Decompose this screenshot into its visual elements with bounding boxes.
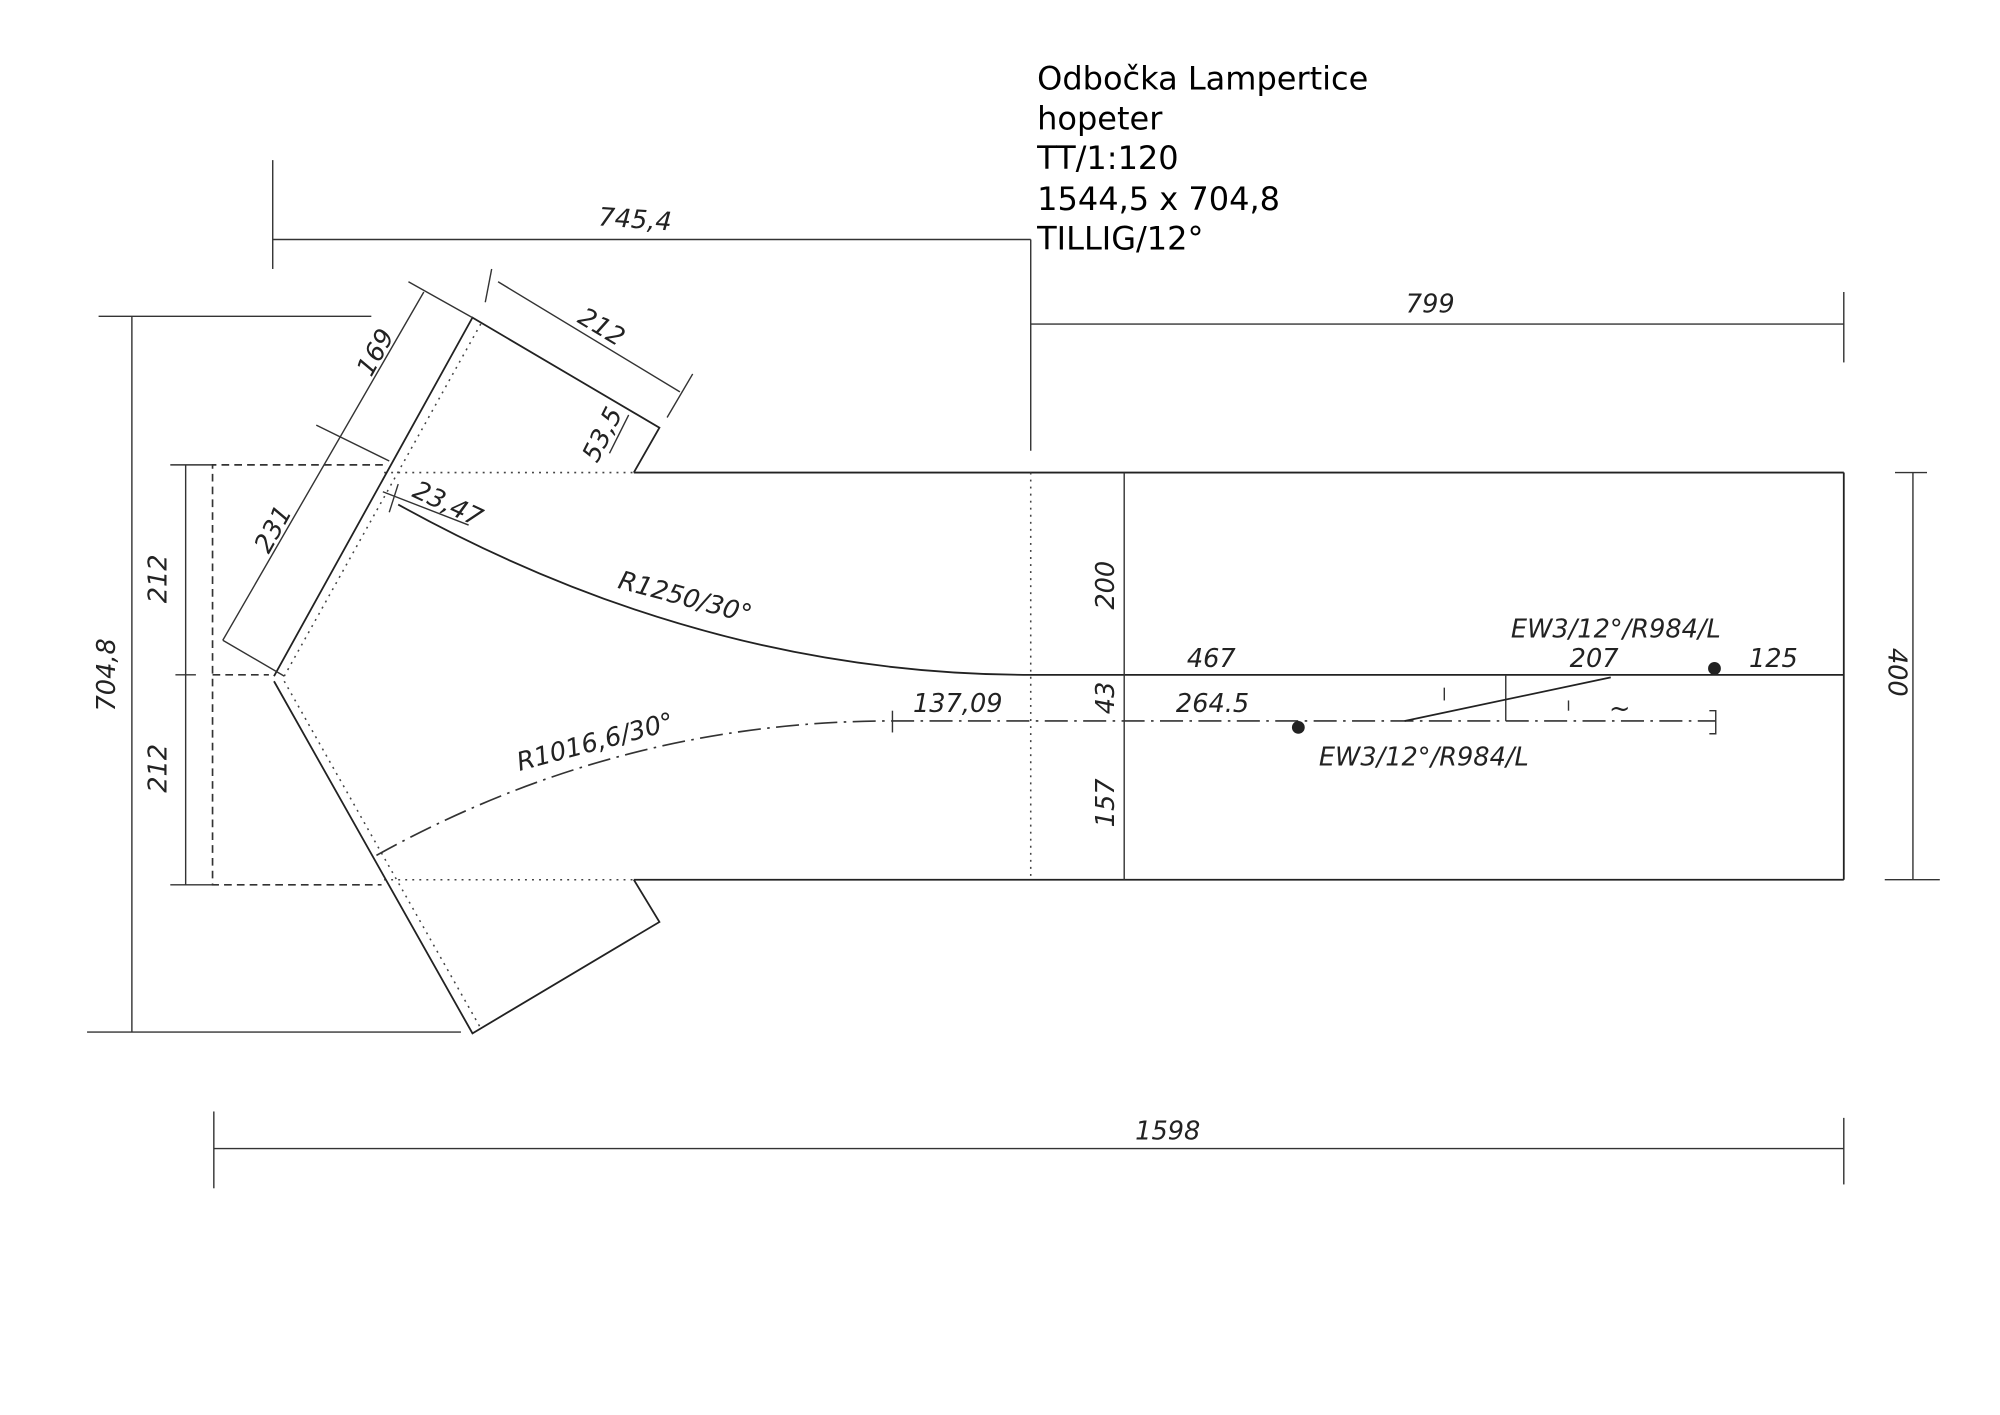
dim-467: 467 xyxy=(1187,644,1237,674)
dim-207: 207 xyxy=(1570,644,1620,674)
title-line-size: 1544,5 x 704,8 xyxy=(1037,180,1280,218)
dimension-labels: 745,4 799 212 169 53,5 231 23,47 212 212… xyxy=(92,202,1911,1146)
title-line-scale: TT/1:120 xyxy=(1036,139,1179,177)
dim-169: 169 xyxy=(351,324,401,381)
dim-125: 125 xyxy=(1749,644,1798,674)
dim-212-top: 212 xyxy=(573,302,630,353)
title-block: Odbočka Lampertice hopeter TT/1:120 1544… xyxy=(1036,60,1368,258)
dim-264-5: 264.5 xyxy=(1176,689,1249,719)
dim-799: 799 xyxy=(1406,289,1455,319)
radius-label-upper: R1250/30° xyxy=(615,566,755,630)
dim-704-8: 704,8 xyxy=(92,638,122,711)
dim-212-left-upper: 212 xyxy=(143,554,173,603)
tilde-mark: ~ xyxy=(1609,694,1630,724)
dim-1598: 1598 xyxy=(1135,1117,1200,1147)
dim-53-5: 53,5 xyxy=(577,402,630,466)
title-line-name: Odbočka Lampertice xyxy=(1037,60,1368,98)
dim-200: 200 xyxy=(1091,561,1121,610)
turnout-marker-upper xyxy=(1708,662,1721,675)
turnout-label-lower: EW3/12°/R984/L xyxy=(1319,743,1529,773)
tracks xyxy=(376,503,1844,857)
title-line-system: TILLIG/12° xyxy=(1036,220,1203,258)
radius-label-lower: R1016,6/30° xyxy=(514,707,678,778)
title-line-author: hopeter xyxy=(1037,99,1163,137)
dimension-lines xyxy=(87,160,1940,1189)
dim-43: 43 xyxy=(1091,682,1121,715)
dim-231: 231 xyxy=(249,501,299,558)
dim-212-left-lower: 212 xyxy=(143,744,173,793)
dim-23-47: 23,47 xyxy=(408,475,488,533)
dim-400: 400 xyxy=(1882,648,1912,697)
dim-137-09: 137,09 xyxy=(913,689,1003,719)
turnout-marker-lower xyxy=(1291,720,1305,734)
dim-157: 157 xyxy=(1091,778,1121,828)
turnout-label-upper: EW3/12°/R984/L xyxy=(1511,615,1721,645)
board-outline xyxy=(211,239,1845,1035)
dim-745: 745,4 xyxy=(598,202,673,237)
